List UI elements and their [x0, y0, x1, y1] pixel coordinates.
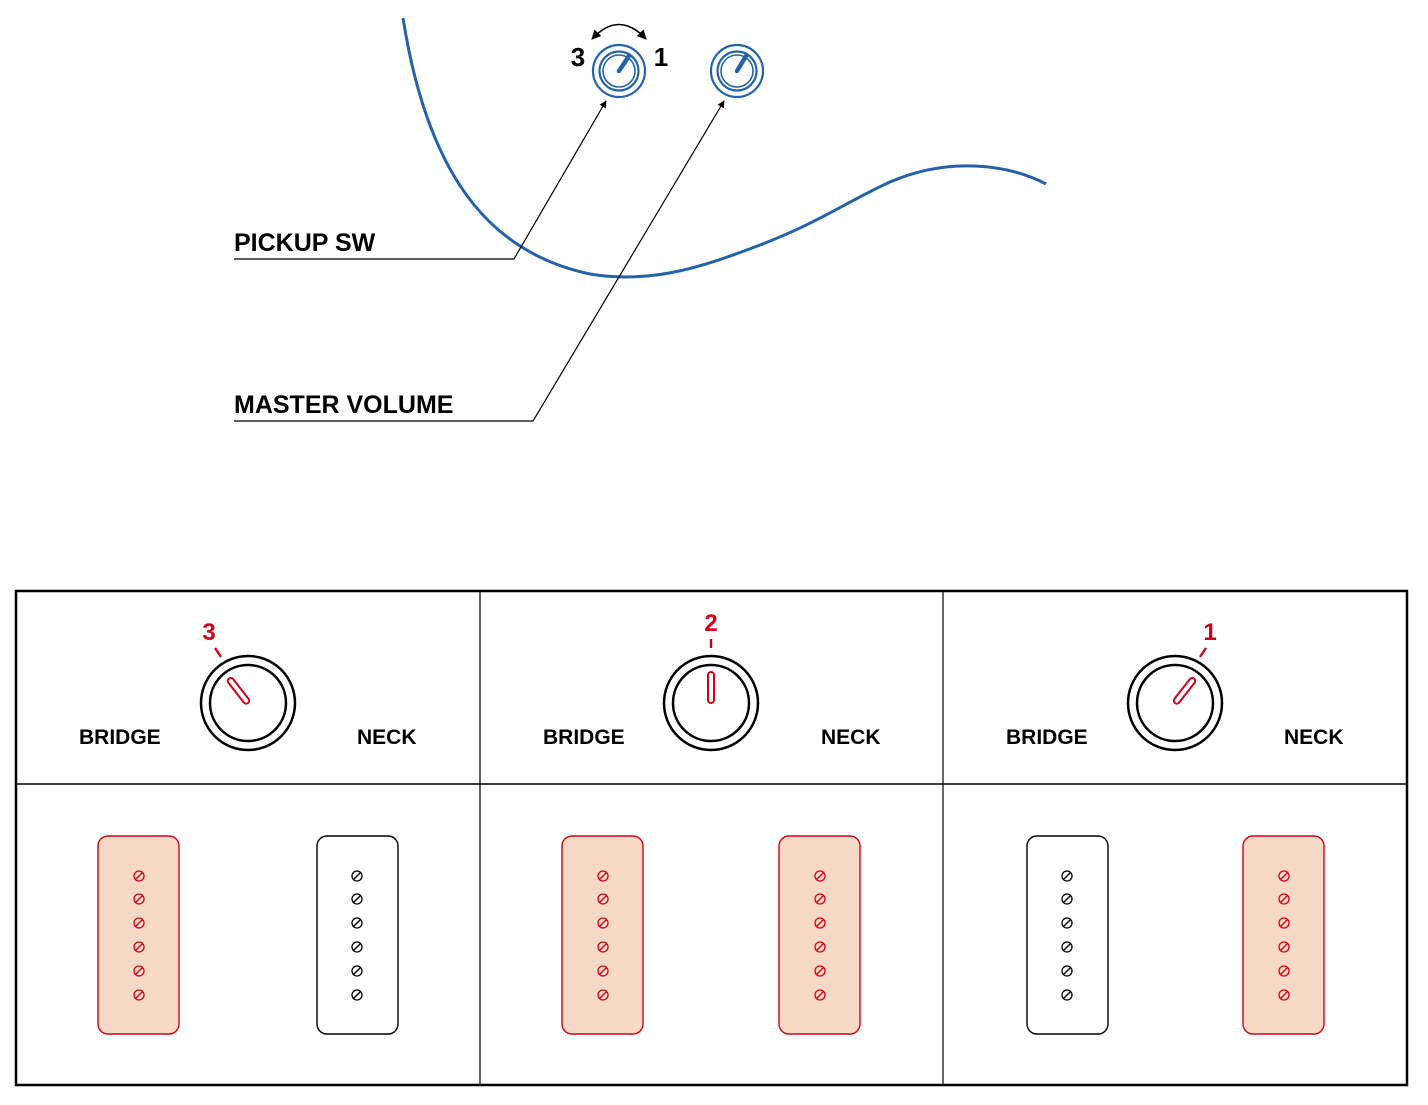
neck-label: NECK [1284, 726, 1344, 749]
bridge-pickup-active [97, 835, 180, 1035]
neck-pickup-active [778, 835, 861, 1035]
rotation-number-left: 3 [571, 42, 585, 72]
neck-pickup-inactive [316, 835, 399, 1035]
pickup-sw-leader-line [234, 100, 607, 260]
pickup-switch-knob[interactable] [591, 43, 647, 99]
position-column-2: 2 BRIDGE NECK [543, 610, 881, 1035]
table-frame [14, 589, 1409, 1087]
selector-knob[interactable] [662, 654, 760, 752]
neck-pickup-active [1242, 835, 1325, 1035]
rotation-arrow-icon [591, 23, 647, 40]
position-column-3: 3 BRIDGE NECK [79, 619, 417, 1035]
master-volume-leader-line [234, 100, 725, 422]
master-volume-knob[interactable] [709, 43, 765, 99]
neck-label: NECK [821, 726, 881, 749]
guitar-body-outline [401, 17, 1047, 279]
bridge-label: BRIDGE [79, 726, 161, 749]
position-number: 2 [704, 610, 717, 637]
position-number: 1 [1203, 619, 1216, 646]
guitar-top-view: 3 1 PICKUP SW MASTER VOLUME [234, 17, 1047, 422]
bridge-pickup-active [561, 835, 644, 1035]
selector-knob[interactable] [199, 654, 297, 752]
bridge-pickup-inactive [1026, 835, 1109, 1035]
rotation-number-right: 1 [654, 42, 668, 72]
positions-table: 3 BRIDGE NECK [14, 589, 1409, 1087]
master-volume-label: MASTER VOLUME [234, 391, 453, 419]
position-column-1: 1 BRIDGE NECK [1006, 619, 1344, 1035]
neck-label: NECK [357, 726, 417, 749]
pickup-sw-label: PICKUP SW [234, 229, 376, 257]
bridge-label: BRIDGE [1006, 726, 1088, 749]
bridge-label: BRIDGE [543, 726, 625, 749]
position-number: 3 [202, 619, 215, 646]
selector-knob[interactable] [1126, 654, 1224, 752]
